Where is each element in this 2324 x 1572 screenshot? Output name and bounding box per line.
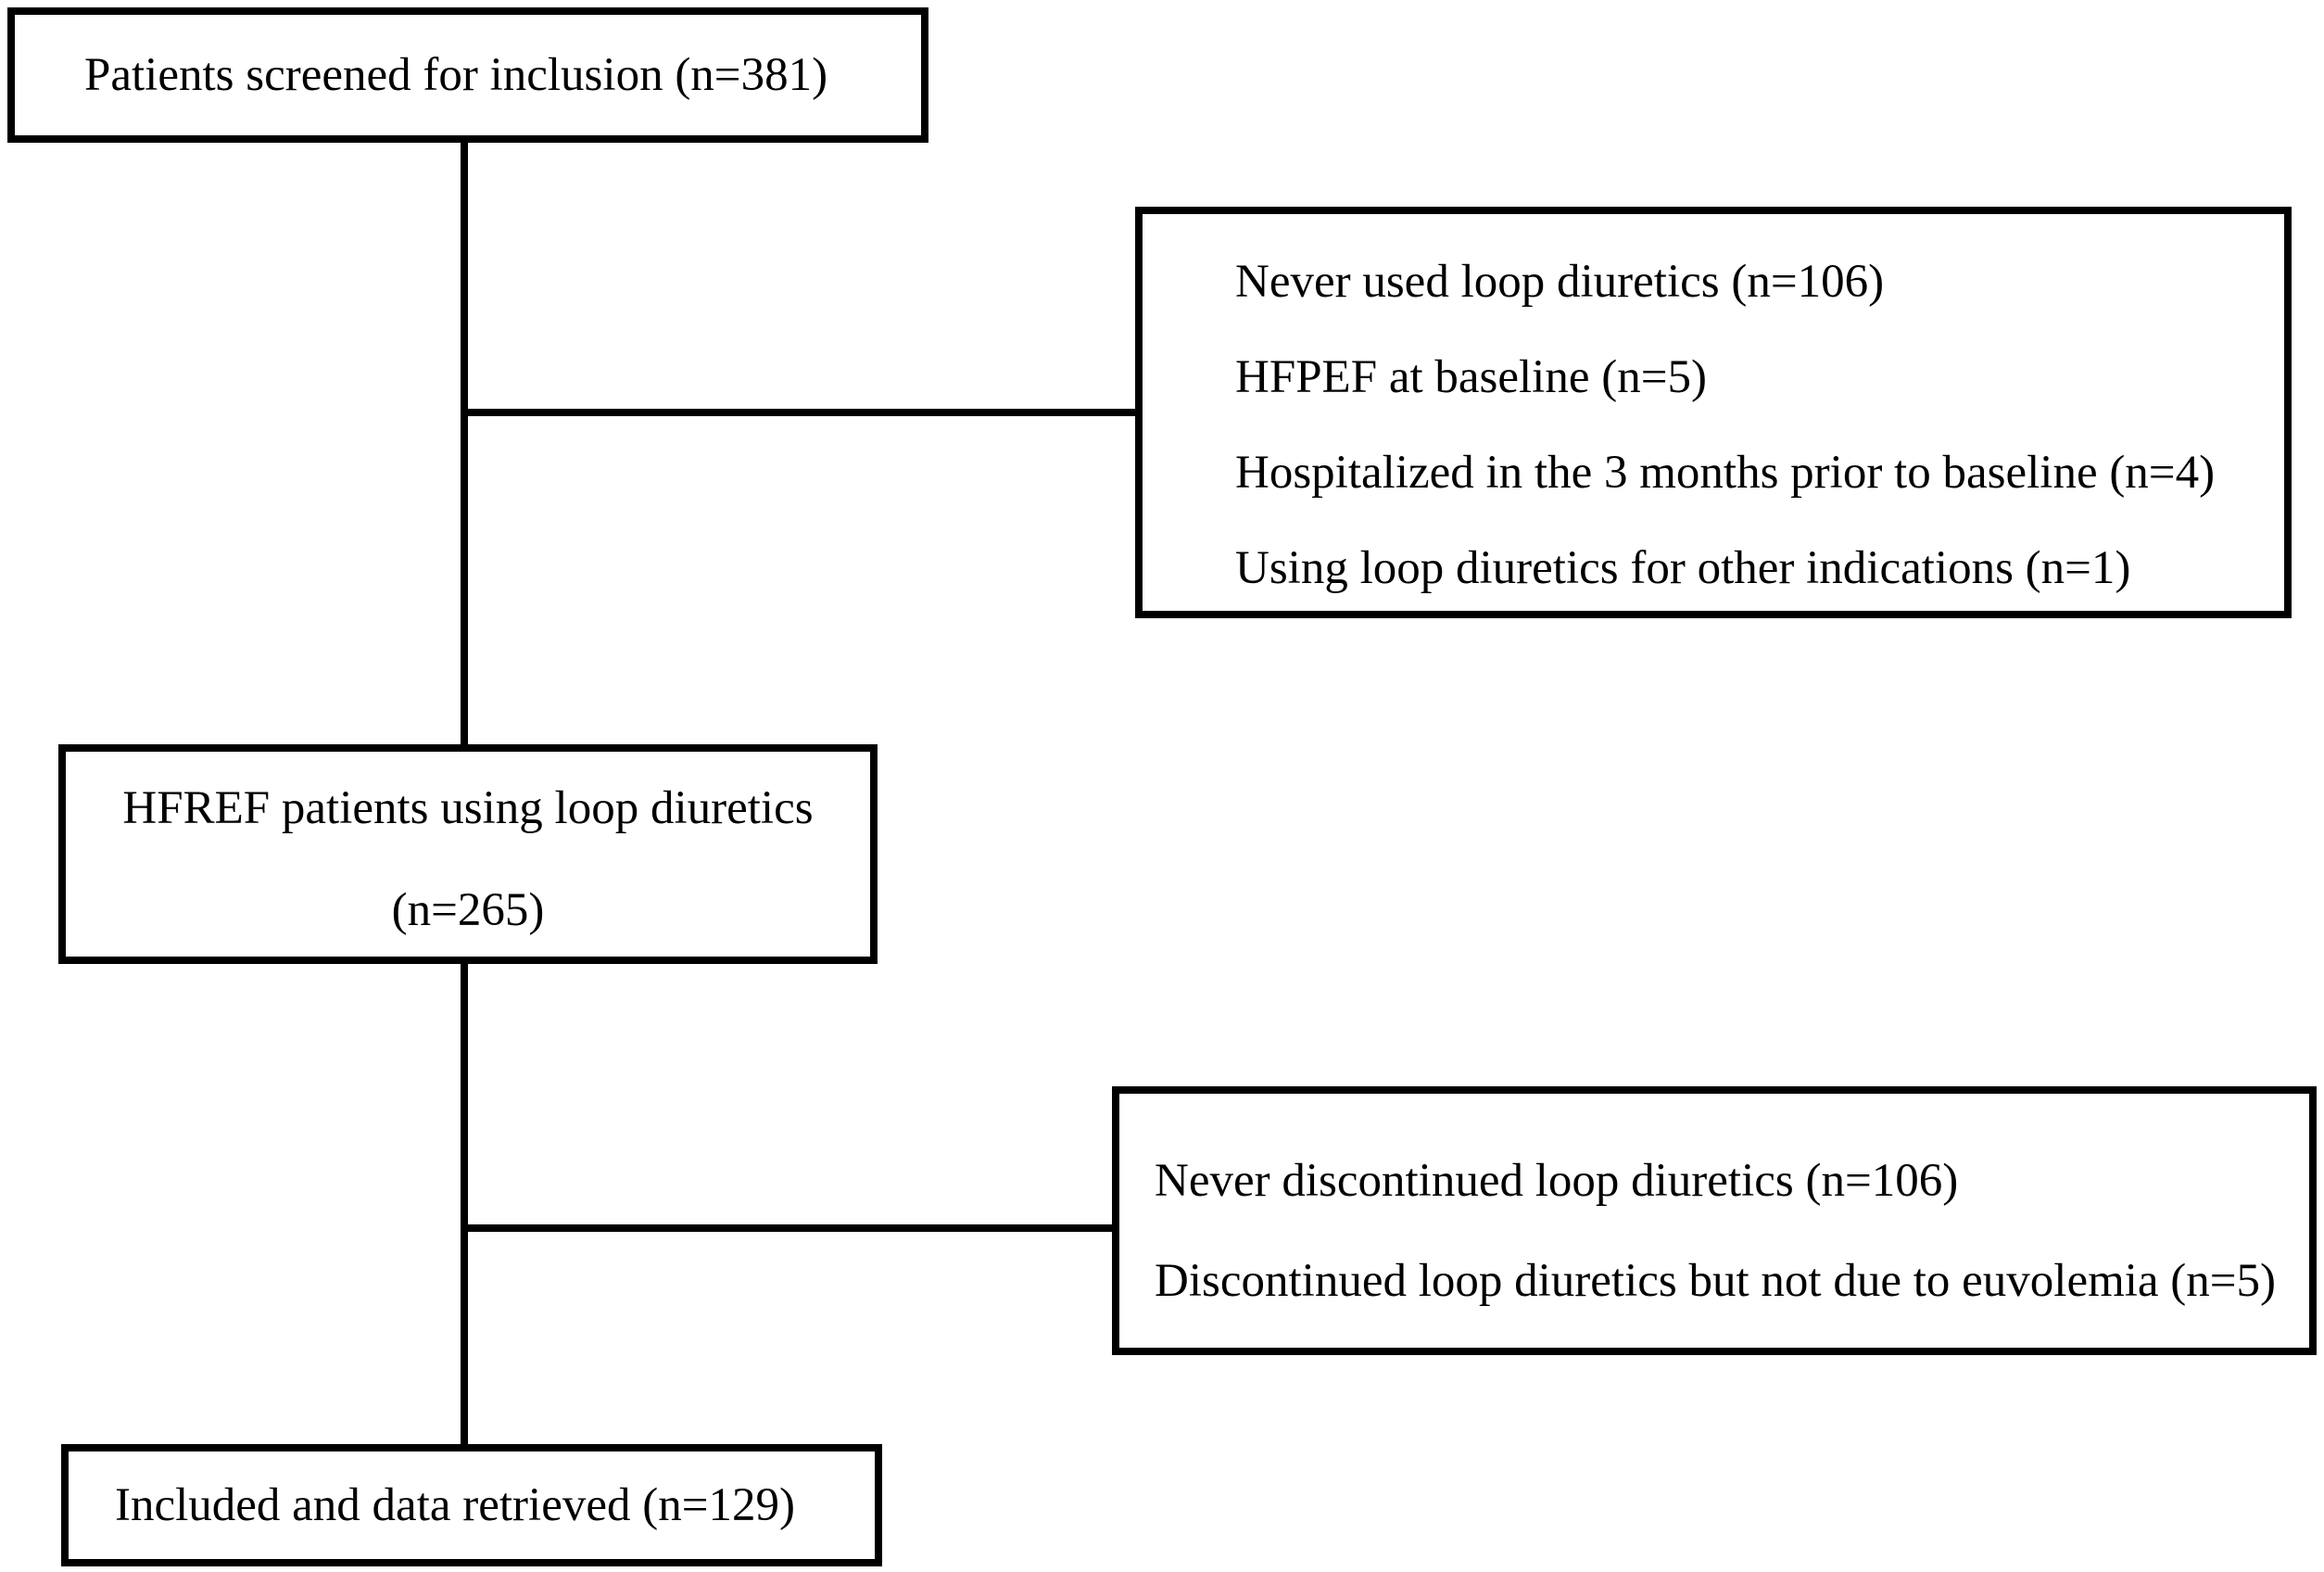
exclusion-discontinued-not-euvolemia: Discontinued loop diuretics but not due … <box>1155 1255 2277 1307</box>
box-discontinuation-exclusions: Never discontinued loop diuretics (n=106… <box>1112 1086 2317 1355</box>
exclusion-never-used-loop-diuretics: Never used loop diuretics (n=106) <box>1235 256 1885 308</box>
box-hfref-patients: HFREF patients using loop diuretics (n=2… <box>58 744 878 964</box>
connector-hfref-to-included <box>461 960 468 1448</box>
exclusion-hfpef-at-baseline: HFPEF at baseline (n=5) <box>1235 351 1707 403</box>
connector-branch-discontinuation-exclusions <box>461 1224 1117 1232</box>
connector-screened-to-hfref <box>461 139 468 751</box>
included-label: Included and data retrieved (n=129) <box>115 1479 795 1531</box>
connector-branch-baseline-exclusions <box>461 409 1140 416</box>
exclusion-hospitalized-prior-baseline: Hospitalized in the 3 months prior to ba… <box>1235 447 2216 499</box>
hfref-patients-count: (n=265) <box>391 884 545 936</box>
box-baseline-exclusions: Never used loop diuretics (n=106) HFPEF … <box>1135 207 2292 618</box>
box-included: Included and data retrieved (n=129) <box>61 1444 882 1566</box>
patients-screened-label: Patients screened for inclusion (n=381) <box>84 49 828 101</box>
box-patients-screened: Patients screened for inclusion (n=381) <box>7 7 928 143</box>
exclusion-other-indications: Using loop diuretics for other indicatio… <box>1235 542 2131 594</box>
exclusion-never-discontinued: Never discontinued loop diuretics (n=106… <box>1155 1155 1959 1207</box>
hfref-patients-label: HFREF patients using loop diuretics <box>122 782 814 834</box>
